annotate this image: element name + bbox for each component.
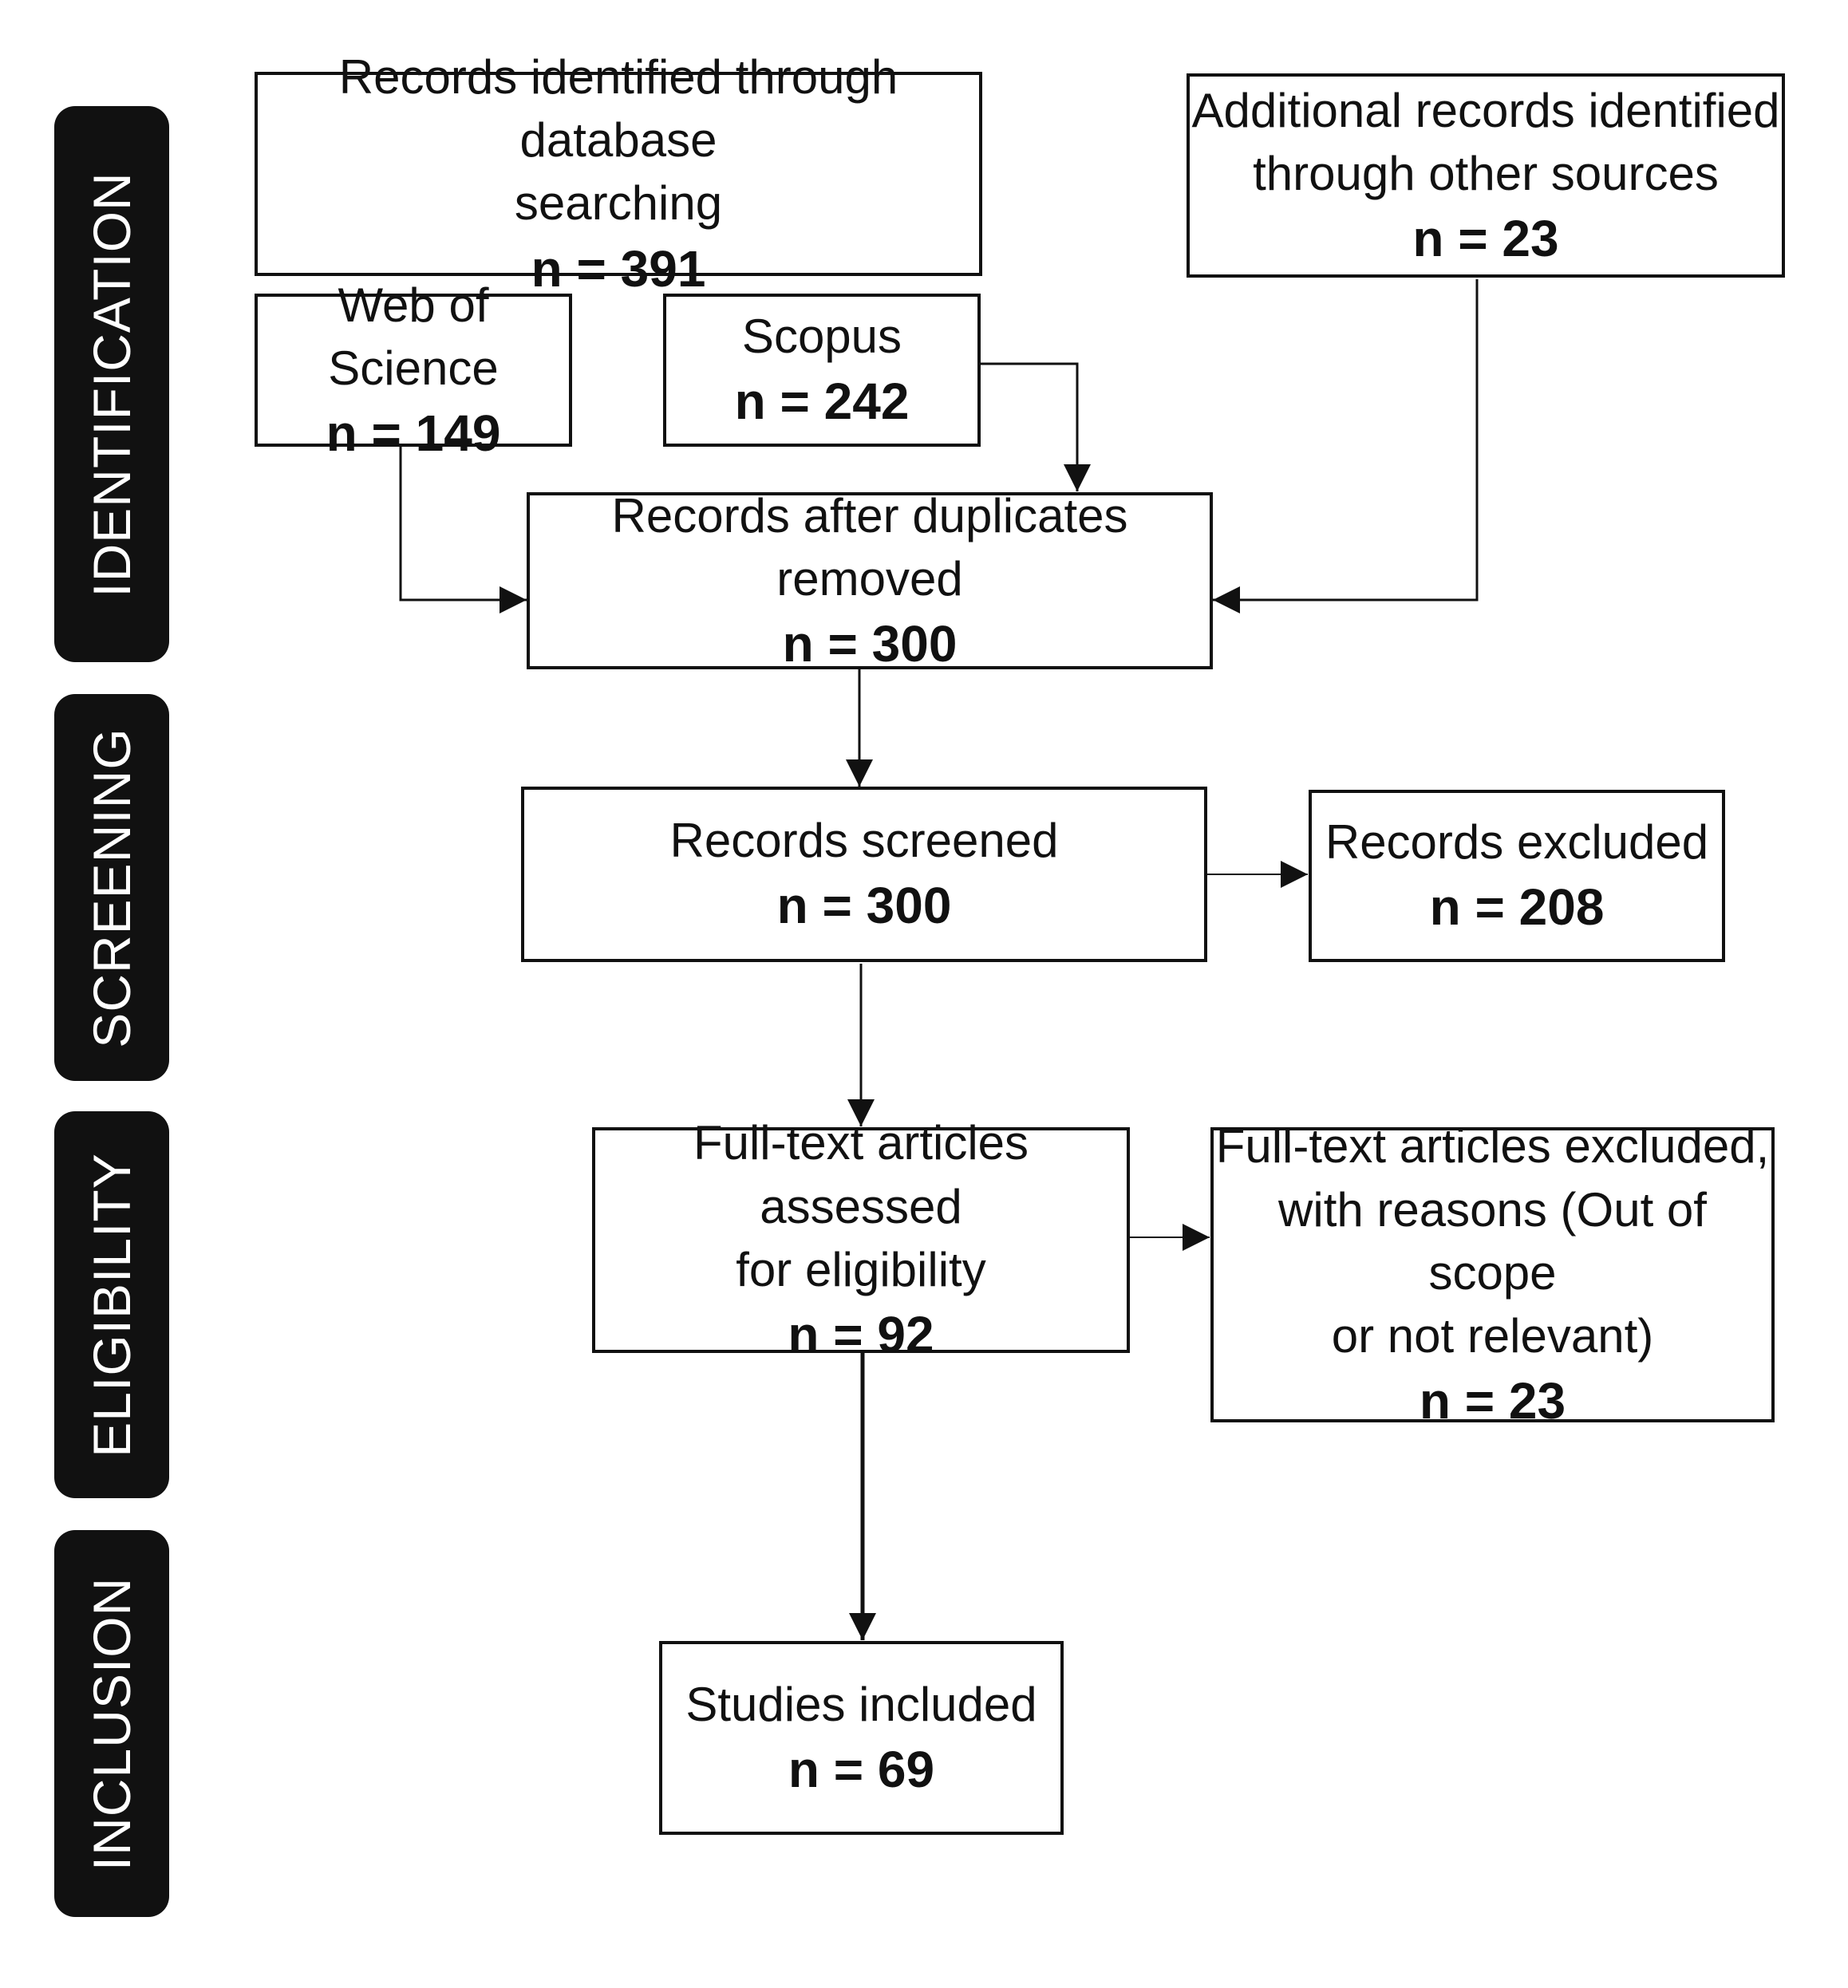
fulltext-excluded-count: n = 23 [1419, 1372, 1566, 1430]
records-excluded-count: n = 208 [1429, 878, 1605, 937]
box-records-excluded: Records excluded n = 208 [1309, 790, 1725, 962]
scopus-count: n = 242 [734, 373, 910, 431]
box-fulltext-excluded: Full-text articles excluded, with reason… [1210, 1119, 1775, 1430]
scopus-label: Scopus [741, 310, 902, 364]
records-screened-count: n = 300 [776, 877, 952, 935]
box-web-of-science: Web of Science n = 149 [255, 278, 572, 462]
fulltext-excluded-label: Full-text articles excluded, with reason… [1215, 1119, 1770, 1363]
arrow-wos-to-dedup [399, 447, 527, 613]
duplicates-removed-label: Records after duplicates removed [611, 488, 1128, 605]
other-sources-label: Additional records identified through ot… [1191, 83, 1780, 200]
fulltext-assessed-count: n = 92 [788, 1306, 934, 1364]
web-of-science-count: n = 149 [326, 404, 501, 462]
duplicates-removed-count: n = 300 [782, 614, 958, 673]
phase-identification: IDENTIFICATION [54, 106, 169, 662]
fulltext-assessed-label: Full-text articles assessed for eligibil… [693, 1116, 1029, 1296]
phase-screening: SCREENING [54, 694, 169, 1081]
arrow-scopus-to-dedup [981, 362, 1091, 491]
web-of-science-label: Web of Science [328, 278, 499, 395]
box-studies-included: Studies included n = 69 [659, 1641, 1064, 1835]
phase-inclusion: INCLUSION [54, 1530, 169, 1917]
records-screened-label: Records screened [669, 814, 1059, 868]
box-fulltext-assessed: Full-text articles assessed for eligibil… [592, 1116, 1130, 1363]
database-records-label: Records identified through database sear… [338, 49, 898, 231]
arrow-other-to-dedup [1213, 279, 1479, 613]
studies-included-label: Studies included [685, 1677, 1037, 1731]
records-excluded-label: Records excluded [1325, 815, 1709, 870]
box-duplicates-removed: Records after duplicates removed n = 300 [527, 489, 1213, 673]
phase-eligibility: ELIGIBILITY [54, 1111, 169, 1498]
other-sources-count: n = 23 [1412, 209, 1559, 267]
studies-included-count: n = 69 [788, 1740, 935, 1798]
box-records-screened: Records screened n = 300 [521, 787, 1207, 962]
database-records-count: n = 391 [531, 239, 706, 298]
box-scopus: Scopus n = 242 [663, 294, 981, 447]
box-other-sources: Additional records identified through ot… [1187, 73, 1785, 278]
box-database-records: Records identified through database sear… [255, 50, 982, 298]
